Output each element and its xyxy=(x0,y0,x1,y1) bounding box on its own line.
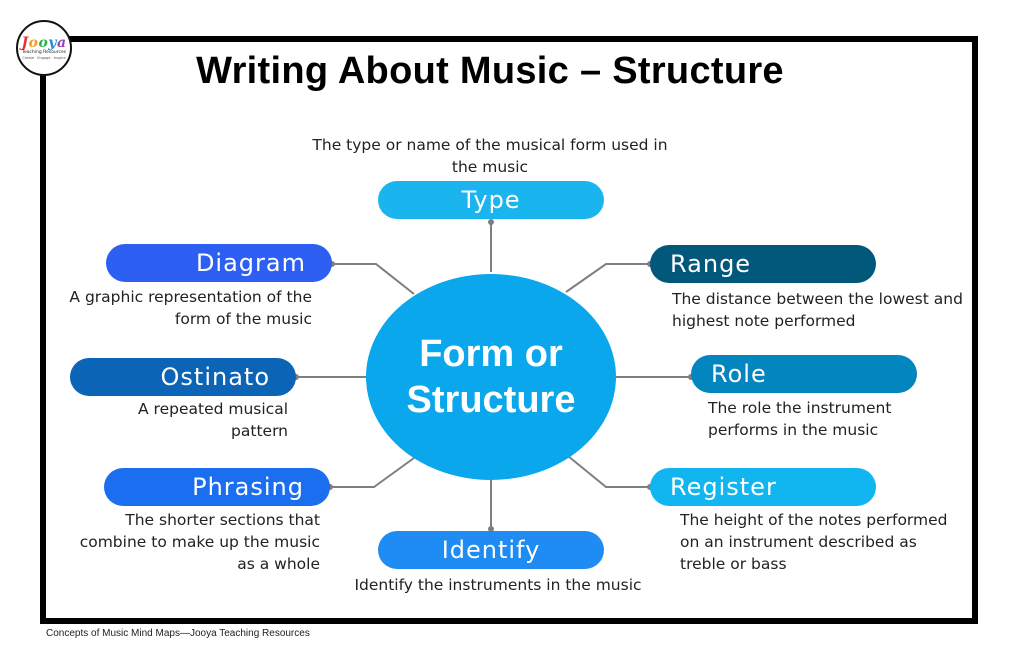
page-title: Writing About Music – Structure xyxy=(196,50,784,92)
logo-wordmark: Jooya xyxy=(21,34,67,51)
phrasing-description: The shorter sections that combine to mak… xyxy=(79,511,320,573)
node-type: Type xyxy=(378,181,604,219)
connector-phrasing xyxy=(330,457,415,488)
node-range: Range xyxy=(650,245,876,283)
connector-diagram xyxy=(332,263,415,295)
footer-credit: Concepts of Music Mind Maps—Jooya Teachi… xyxy=(46,628,310,639)
logo-tagline: Create · Engage · Inspire xyxy=(22,55,66,60)
diagram-description: A graphic representation of the form of … xyxy=(69,288,312,328)
connector-dot-identify xyxy=(488,526,494,532)
central-topic: Form or Structure xyxy=(366,274,616,480)
node-phrasing: Phrasing xyxy=(104,468,330,506)
role-description: The role the instrument performs in the … xyxy=(708,399,892,439)
central-topic-line1: Form or xyxy=(419,333,563,375)
register-description: The height of the notes performed on an … xyxy=(680,511,948,573)
node-diagram: Diagram xyxy=(106,244,332,282)
node-register: Register xyxy=(650,468,876,506)
type-description: The type or name of the musical form use… xyxy=(312,136,668,176)
ostinato-description: A repeated musical pattern xyxy=(138,400,288,440)
node-identify: Identify xyxy=(378,531,604,569)
connector-register xyxy=(567,455,650,488)
logo-subtitle: Teaching Resources xyxy=(21,49,67,55)
connector-range xyxy=(565,263,650,293)
jooya-logo: Jooya Teaching Resources Create · Engage… xyxy=(16,20,72,76)
identify-description: Identify the instruments in the music xyxy=(354,576,642,594)
connector-dot-type xyxy=(488,219,494,225)
node-ostinato: Ostinato xyxy=(70,358,296,396)
range-description: The distance between the lowest and high… xyxy=(672,290,963,330)
central-topic-line2: Structure xyxy=(406,379,576,421)
node-role: Role xyxy=(691,355,917,393)
